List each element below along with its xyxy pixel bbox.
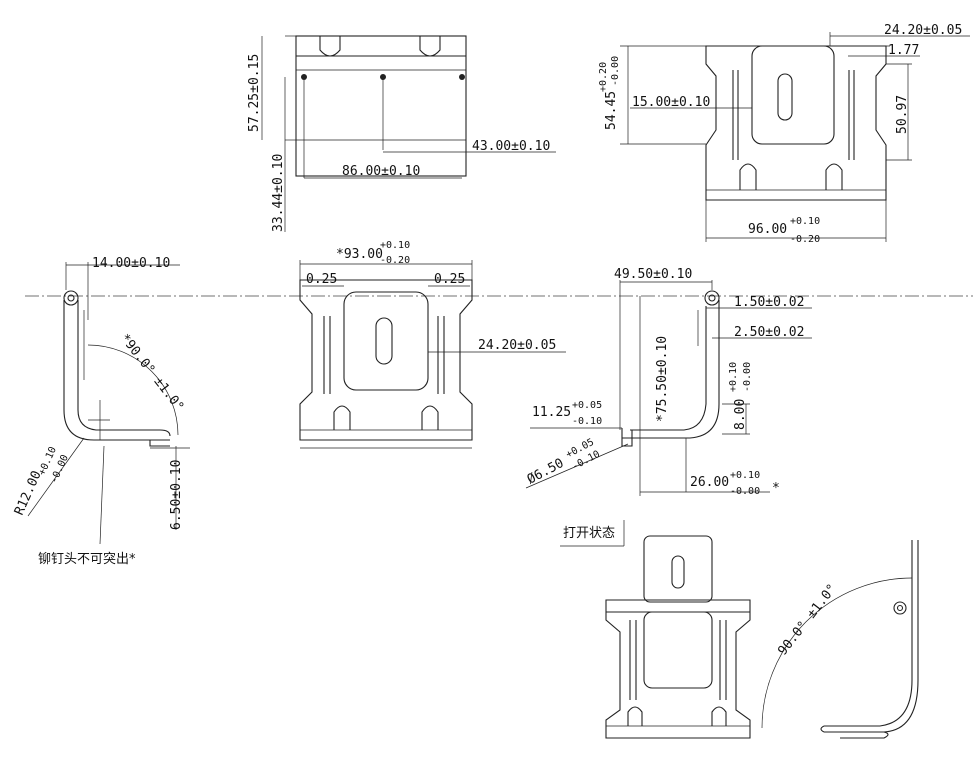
dim-mid-gap-left: 0.25 (306, 272, 337, 287)
dim-left-radius: R12.00 (12, 469, 45, 518)
dim-right-bottom-tol-dn: -0.00 (730, 486, 760, 497)
dim-left-bottom: 6.50±0.10 (169, 460, 184, 530)
dim-top-right-bottom-tol-dn: -0.20 (790, 234, 820, 245)
middle-view (299, 260, 566, 449)
top-left-view (261, 35, 556, 232)
dim-right-lip: 8.00 (733, 399, 748, 430)
left-side-view (27, 262, 190, 545)
dim-right-height: *75.50±0.10 (655, 336, 670, 422)
dim-right-dia: Ø6.50 (525, 456, 567, 488)
open-state-label: 打开状态 (563, 526, 615, 541)
dim-right-top: 49.50±0.10 (614, 267, 692, 282)
dim-right-bottom-star: * (772, 481, 780, 496)
dim-top-right-bottom-tol-up: +0.10 (790, 216, 820, 227)
dim-left-top: 14.00±0.10 (92, 256, 170, 271)
dim-top-right-side: 50.97 (895, 95, 910, 134)
dim-right-bottom-tol-up: +0.10 (730, 470, 760, 481)
dim-right-small-tol-dn: -0.10 (572, 416, 602, 427)
dim-top-right-height-tol-up: +0.20 (598, 62, 609, 92)
dim-top-left-half: 43.00±0.10 (472, 139, 550, 154)
dim-top-left-height: 57.25±0.15 (247, 54, 262, 132)
dim-right-t1: 1.50±0.02 (734, 295, 804, 310)
dim-mid-width-tol-up: +0.10 (380, 240, 410, 251)
right-side-view (525, 280, 812, 496)
rivet-note: 铆钉头不可突出* (38, 551, 136, 567)
dim-top-left-rivet: 33.44±0.10 (271, 154, 286, 232)
top-right-view (620, 32, 970, 242)
dim-top-right-inner: 15.00±0.10 (632, 95, 710, 110)
dim-right-lip-tol-dn: -0.00 (742, 362, 753, 392)
dim-right-lip-tol-up: +0.10 (728, 362, 739, 392)
dim-top-right-offset: 1.77 (888, 43, 919, 58)
dim-mid-gap-right: 0.25 (434, 272, 465, 287)
dim-top-right-height: 54.45 (604, 91, 619, 130)
dim-mid-tab: 24.20±0.05 (478, 338, 556, 353)
dim-top-right-bottom: 96.00 (748, 222, 787, 237)
dim-open-angle: 90.0° ±1.0° (775, 581, 840, 658)
dim-right-t2: 2.50±0.02 (734, 325, 804, 340)
dim-left-angle: *90.0° ±1.0° (117, 331, 187, 414)
dim-mid-width: *93.00 (336, 247, 383, 262)
dim-top-right-height-tol-dn: -0.00 (610, 56, 621, 86)
open-front-view (605, 535, 751, 739)
dim-top-left-span: 86.00±0.10 (342, 164, 420, 179)
dim-top-right-width: 24.20±0.05 (884, 23, 962, 38)
dim-right-bottom: 26.00 (690, 475, 729, 490)
dim-mid-width-tol-dn: -0.20 (380, 255, 410, 266)
open-side-view (761, 540, 919, 739)
dim-right-small-tol-up: +0.05 (572, 400, 602, 411)
dim-right-small: 11.25 (532, 405, 571, 420)
